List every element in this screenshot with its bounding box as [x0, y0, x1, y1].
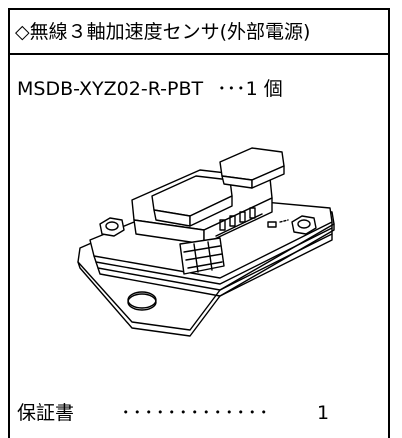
warranty-quantity: 1 — [317, 402, 330, 424]
right-nut — [291, 215, 317, 235]
part-leader-dots: ･･･ — [217, 78, 246, 100]
product-title: ◇無線３軸加速度センサ(外部電源) — [15, 21, 311, 43]
side-connector — [179, 237, 225, 275]
part-number-row: MSDB-XYZ02-R-PBT ･･･1 個 — [17, 77, 283, 101]
sensor-board-illustration — [77, 147, 335, 337]
part-number: MSDB-XYZ02-R-PBT — [17, 78, 204, 100]
warranty-leader-dots: ･････････････ — [121, 402, 271, 424]
package-contents-frame: ◇無線３軸加速度センサ(外部電源) MSDB-XYZ02-R-PBT ･･･1 個 — [8, 8, 390, 438]
part-quantity: 1 個 — [245, 78, 283, 100]
pin-header — [215, 207, 263, 237]
warranty-row: 保証書 ･････････････ 1 — [17, 401, 329, 425]
warranty-label: 保証書 — [17, 402, 75, 424]
smd-part — [267, 221, 277, 228]
left-nut — [99, 217, 125, 237]
header-row: ◇無線３軸加速度センサ(外部電源) — [10, 10, 388, 55]
